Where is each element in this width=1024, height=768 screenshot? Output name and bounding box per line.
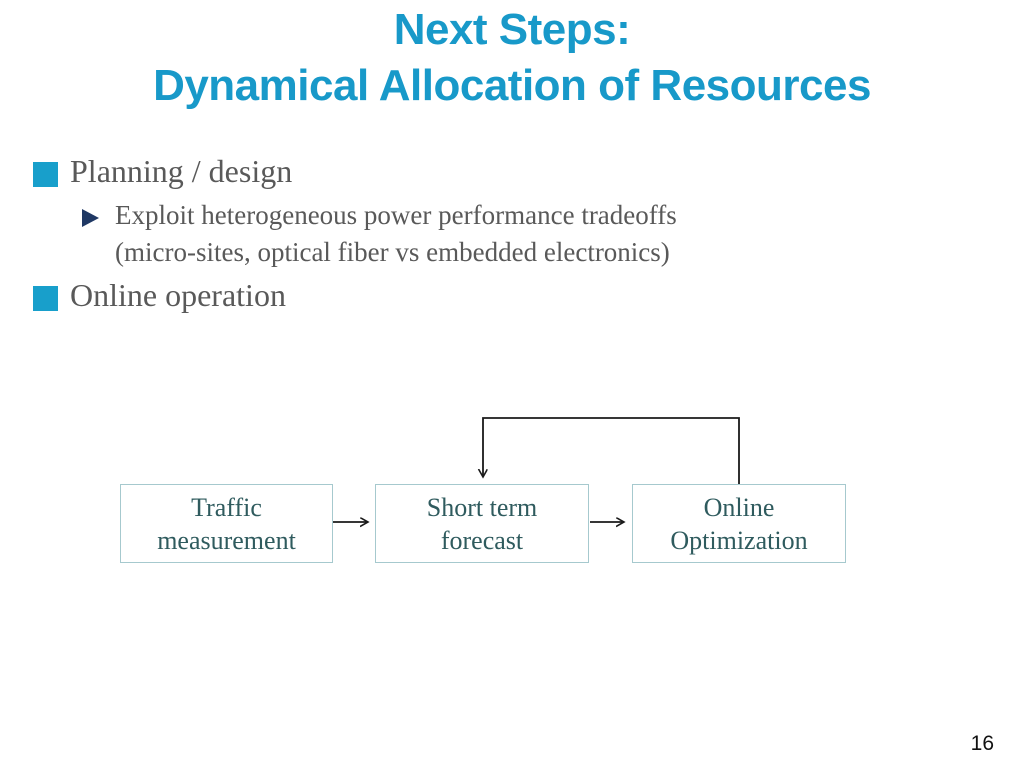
flow-box-short-term-forecast: Short term forecast bbox=[375, 484, 589, 563]
slide-title-line1: Next Steps: bbox=[393, 5, 631, 54]
flow-box-forecast-line1: Short term bbox=[426, 492, 538, 522]
feedback-loop-optimization-to-forecast bbox=[483, 417, 740, 484]
bullet-item-online-operation: Online operation bbox=[70, 277, 286, 313]
bullet-square-icon bbox=[33, 162, 58, 187]
bullet-item-planning-design: Planning / design bbox=[70, 153, 293, 189]
bullet-square-icon bbox=[33, 286, 58, 311]
page-number: 16 bbox=[970, 732, 994, 755]
flow-box-online-optimization: Online Optimization bbox=[632, 484, 846, 563]
flow-box-forecast-line2: forecast bbox=[440, 525, 524, 555]
flow-box-traffic-line2: measurement bbox=[157, 525, 296, 555]
sub-bullet-line1: Exploit heterogeneous power performance … bbox=[115, 200, 677, 230]
sub-bullet-line2: (micro-sites, optical fiber vs embedded … bbox=[115, 237, 670, 267]
flow-box-traffic-measurement: Traffic measurement bbox=[120, 484, 333, 563]
sub-bullet-item-tradeoffs: Exploit heterogeneous power performance … bbox=[115, 197, 815, 271]
sub-bullet-triangle-icon bbox=[82, 209, 99, 227]
slide-title-line2: Dynamical Allocation of Resources bbox=[153, 61, 871, 110]
slide-title: Next Steps: Dynamical Allocation of Reso… bbox=[0, 2, 1024, 114]
flow-box-optimization-line1: Online bbox=[703, 492, 775, 522]
flow-box-traffic-line1: Traffic bbox=[191, 492, 262, 522]
flow-box-optimization-line2: Optimization bbox=[670, 525, 808, 555]
